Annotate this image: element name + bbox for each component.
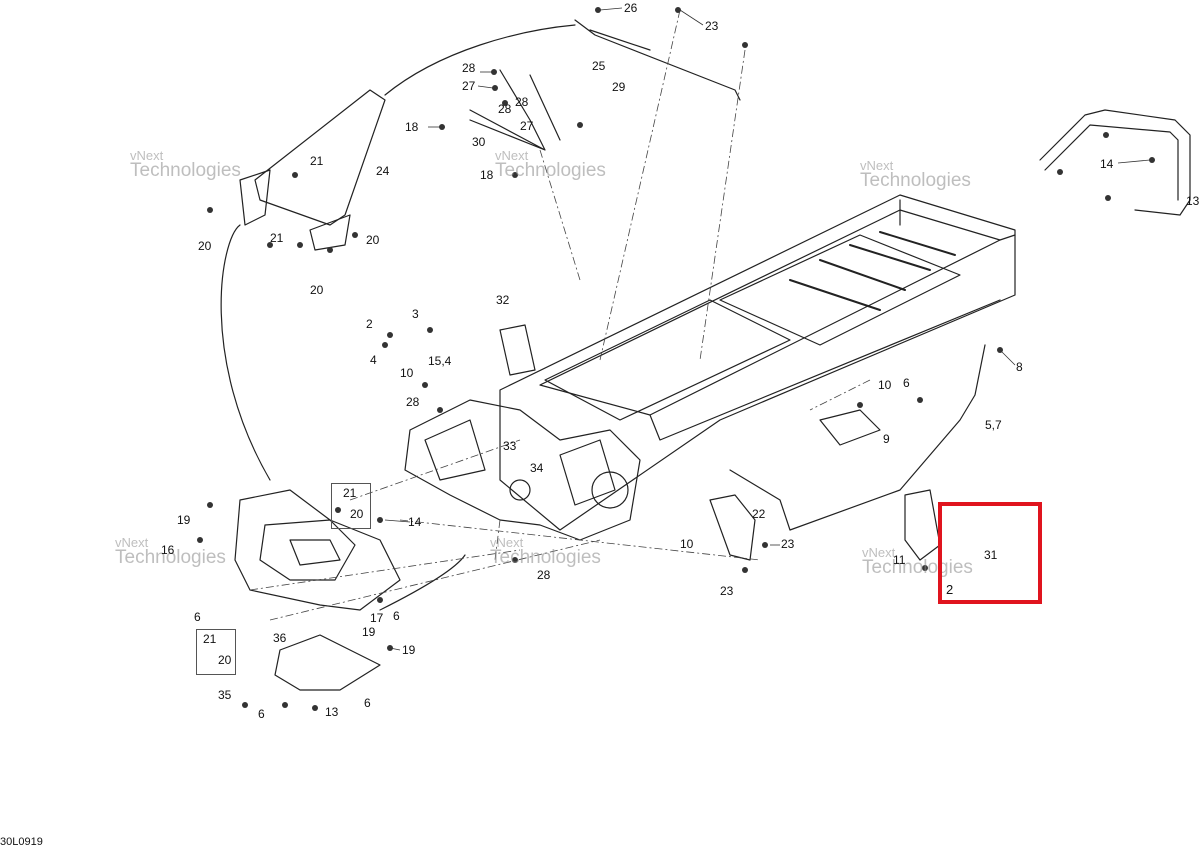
callout-2: 2	[946, 582, 954, 597]
callout-20: 20	[310, 283, 324, 297]
bracket-32	[499, 324, 536, 376]
front-bulkhead	[234, 489, 401, 611]
callout-8: 8	[1016, 360, 1023, 374]
callout-23: 23	[705, 19, 719, 33]
callout-14: 14	[408, 515, 422, 529]
callout-29: 29	[612, 80, 626, 94]
callout-14: 14	[1100, 157, 1114, 171]
callout-35: 35	[218, 688, 232, 702]
callout-16: 16	[161, 543, 175, 557]
steering-column	[574, 19, 741, 101]
callout-leaders	[384, 7, 1151, 651]
callout-21: 21	[343, 486, 357, 500]
callout-25: 25	[592, 59, 606, 73]
front-frame	[404, 399, 641, 541]
callout-6: 6	[364, 696, 371, 710]
tunnel-ribs	[789, 231, 956, 311]
tunnel-top-plate	[539, 209, 1001, 416]
callout-9: 9	[883, 432, 890, 446]
bracket-31	[904, 489, 941, 561]
callout-20: 20	[218, 653, 232, 667]
callout-22: 22	[752, 507, 766, 521]
callout-24: 24	[376, 164, 390, 178]
callout-30: 30	[472, 135, 486, 149]
frame-hole	[509, 479, 531, 501]
callout-20: 20	[350, 507, 364, 521]
callout-11: 11	[893, 553, 906, 567]
curved-arrow	[379, 554, 466, 611]
callout-5-7: 5,7	[985, 418, 1002, 432]
diagram-code: 30L0919	[0, 836, 43, 848]
callout-27: 27	[520, 119, 534, 133]
callout-26: 26	[624, 1, 638, 15]
callout-box	[331, 483, 371, 529]
callout-21: 21	[310, 154, 324, 168]
callout-28: 28	[498, 102, 512, 116]
callout-box	[196, 629, 236, 675]
callout-28: 28	[537, 568, 551, 582]
rear-bumper	[1039, 109, 1191, 216]
callout-10: 10	[680, 537, 694, 551]
callout-6: 6	[903, 376, 910, 390]
callout-6: 6	[258, 707, 265, 721]
lower-bracket	[274, 634, 381, 691]
callout-10: 10	[878, 378, 892, 392]
callout-28: 28	[406, 395, 420, 409]
callout-10: 10	[400, 366, 414, 380]
callout-23: 23	[720, 584, 734, 598]
tunnel-outline	[499, 194, 1016, 531]
callout-28: 28	[462, 61, 476, 75]
callout-21: 21	[270, 231, 284, 245]
callout-34: 34	[530, 461, 544, 475]
callout-23: 23	[781, 537, 795, 551]
fasteners	[197, 7, 1155, 711]
cable-loop	[220, 24, 576, 481]
callout-2: 2	[366, 317, 373, 331]
frame-bearing	[591, 471, 629, 509]
callout-20: 20	[366, 233, 380, 247]
callout-13: 13	[1186, 194, 1200, 208]
highlight-box	[938, 502, 1042, 604]
bracket-22	[709, 494, 756, 561]
callout-4: 4	[370, 353, 377, 367]
tunnel-panel	[544, 299, 791, 421]
leader-lines	[249, 9, 871, 621]
callout-28: 28	[515, 95, 529, 109]
callout-36: 36	[273, 631, 287, 645]
callout-6: 6	[393, 609, 400, 623]
callout-18: 18	[405, 120, 419, 134]
tunnel-edges	[649, 199, 1016, 441]
steering-rods	[469, 69, 561, 151]
callout-31: 31	[984, 548, 998, 562]
callout-32: 32	[496, 293, 510, 307]
bulkhead-detail	[259, 519, 356, 581]
callout-20: 20	[198, 239, 212, 253]
callout-6: 6	[194, 610, 201, 624]
callout-17: 17	[370, 611, 384, 625]
steering-brackets	[239, 169, 351, 251]
callout-18: 18	[480, 168, 494, 182]
front-frame-openings	[424, 419, 616, 506]
callout-13: 13	[325, 705, 339, 719]
rod-5-7	[729, 344, 986, 531]
callout-27: 27	[462, 79, 476, 93]
callout-3: 3	[412, 307, 419, 321]
steering-support	[254, 89, 386, 226]
callout-19: 19	[402, 643, 416, 657]
tunnel-panel-rear	[719, 234, 961, 346]
footrest-9	[819, 409, 881, 446]
callout-33: 33	[503, 439, 517, 453]
callout-19: 19	[177, 513, 191, 527]
callout-19: 19	[362, 625, 376, 639]
callout-15-4: 15,4	[428, 354, 452, 368]
callout-21: 21	[203, 632, 217, 646]
